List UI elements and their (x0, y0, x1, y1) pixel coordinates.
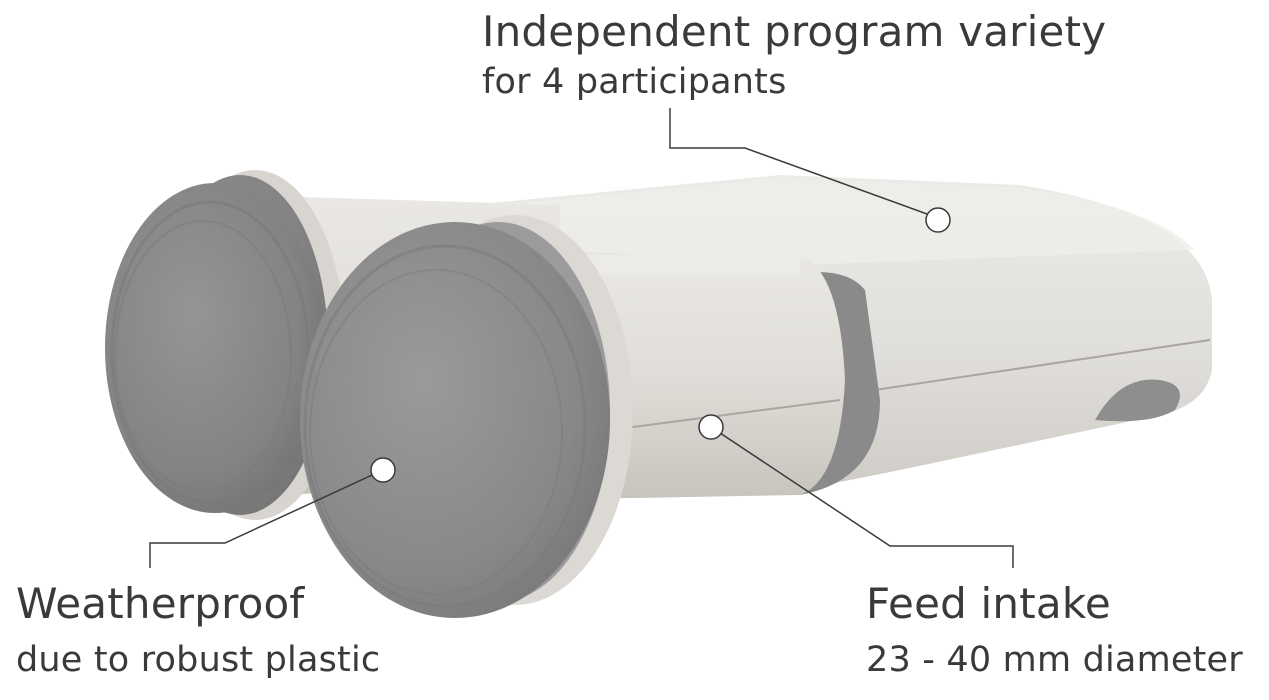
front-cap (300, 222, 610, 618)
leader-right (698, 414, 1014, 568)
callout-program-variety: Independent program variety for 4 partic… (482, 7, 1107, 103)
callout-right-subline: 23 - 40 mm diameter (866, 640, 1243, 681)
callout-feed-intake: Feed intake 23 - 40 mm diameter (866, 579, 1243, 681)
callout-right-headline: Feed intake (866, 579, 1111, 628)
callout-top-headline: Independent program variety (482, 7, 1107, 56)
front-feed-tube (300, 215, 845, 618)
callout-top-subline: for 4 participants (482, 62, 787, 103)
leader-left (149, 457, 396, 568)
rear-feed-tube (105, 170, 560, 520)
callout-weatherproof: Weatherproof due to robust plastic (16, 579, 381, 681)
callout-left-headline: Weatherproof (16, 579, 305, 628)
callout-left-subline: due to robust plastic (16, 640, 381, 681)
leader-top (669, 108, 951, 233)
rear-cap (105, 183, 325, 513)
